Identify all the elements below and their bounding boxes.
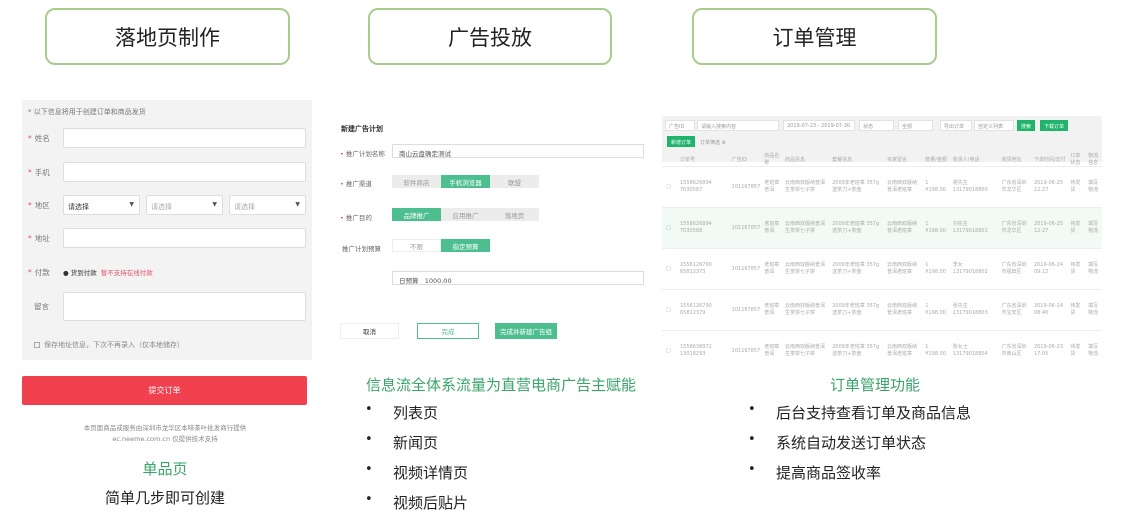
landing-subcaption: 简单几步即可创建 (104, 489, 225, 507)
ad-plan-form: 新建广告计划 •推广计划名称 南山云盘确定测试 •推广渠道 软件商店 手机浏览器… (335, 118, 655, 348)
region-row: *地区 请选择▼ 请选择▼ 请选择▼ (22, 195, 312, 215)
landing-caption: 单品页 (142, 460, 188, 478)
caret-down-icon: ▼ (129, 201, 134, 208)
done-button[interactable]: 完成 (417, 323, 479, 339)
header-order-management: 订单管理 (692, 8, 937, 65)
row-checkbox[interactable]: □ (662, 248, 676, 290)
name-label: 姓名 (34, 134, 50, 143)
name-row: *姓名 (22, 128, 312, 148)
goal-option[interactable]: 落地页 (490, 208, 539, 221)
list-item: 后台支持查看订单及商品信息 (748, 402, 971, 432)
phone-row: *手机 (22, 162, 312, 182)
cod-radio[interactable]: ● 货到付款 (63, 269, 97, 277)
channel-option[interactable]: 联盟 (490, 175, 539, 188)
date-range-picker[interactable]: 2019-07-23 - 2019-07-30 (783, 120, 855, 131)
row-checkbox[interactable]: □ (662, 166, 676, 208)
order-features-list: 后台支持查看订单及商品信息 系统自动发送订单状态 提高商品签收率 (748, 402, 971, 492)
header-landing-page: 落地页制作 (45, 8, 290, 65)
status-select[interactable]: 状态 (859, 120, 894, 131)
footer-line-2: ec.neeme.com.cn 仅提供技术支持 (112, 435, 218, 443)
ad-caption: 信息流全体系流量为直营电商广告主赋能 (366, 376, 637, 394)
new-order-button[interactable]: 新增订单 (667, 136, 696, 147)
phone-input[interactable] (63, 162, 306, 182)
goal-option[interactable]: 应用推广 (441, 208, 490, 221)
checkbox-icon (34, 342, 40, 348)
cancel-button[interactable]: 取消 (340, 323, 399, 339)
custom-list-button[interactable]: 自定义列表 (974, 120, 1014, 131)
list-item: 视频详情页 (365, 462, 468, 492)
done-and-new-button[interactable]: 完成并新建广告组 (495, 323, 557, 339)
search-button[interactable]: 搜索 (1017, 120, 1036, 131)
goal-label: 推广目的 (345, 214, 372, 222)
export-orders-button[interactable]: 导出订单 (940, 120, 972, 131)
channel-option[interactable]: 软件商店 (392, 175, 441, 188)
ad-placements-list: 列表页 新闻页 视频详情页 视频后贴片 (365, 402, 468, 522)
channel-label: 推广渠道 (345, 180, 372, 188)
order-filter-link[interactable]: 订单筛选 ⊕ (700, 140, 726, 146)
budget-segment: 不限 指定预算 (392, 239, 490, 252)
list-item: 提高商品签收率 (748, 462, 971, 492)
payment-label: 付款 (34, 268, 50, 277)
name-input[interactable] (63, 128, 306, 148)
budget-option[interactable]: 不限 (392, 239, 441, 252)
list-item: 系统自动发送订单状态 (748, 432, 971, 462)
download-orders-button[interactable]: 下载订单 (1040, 120, 1069, 131)
channel-option-active[interactable]: 手机浏览器 (441, 175, 490, 188)
caret-down-icon: ▼ (212, 201, 217, 208)
address-row: *地址 (22, 228, 312, 248)
list-item: 列表页 (365, 402, 468, 432)
caret-down-icon: ▼ (295, 201, 300, 208)
row-checkbox[interactable]: □ (662, 207, 676, 249)
form-note: * 以下信息将用于创建订单和商品发货 (28, 108, 146, 116)
message-row: 留言 (22, 292, 312, 322)
search-type-select[interactable]: 广告ID (665, 120, 695, 131)
online-pay-link[interactable]: 暂不支持在线付款 (100, 269, 153, 277)
address-label: 地址 (34, 234, 50, 243)
orders-caption: 订单管理功能 (829, 376, 920, 394)
header-ad-delivery: 广告投放 (368, 8, 612, 65)
message-label: 留言 (34, 302, 49, 311)
daily-budget-label: 日预算 (399, 277, 419, 285)
all-select[interactable]: 全部 (898, 120, 933, 131)
goal-segment: 品牌推广 应用推广 落地页 (392, 208, 539, 221)
city-select[interactable]: 请选择▼ (146, 195, 223, 215)
goal-option-active[interactable]: 品牌推广 (392, 208, 441, 221)
daily-budget-input[interactable]: 日预算 1000.00 (392, 271, 644, 285)
row-checkbox[interactable]: □ (662, 289, 676, 331)
plan-name-label: 推广计划名称 (345, 150, 385, 158)
ad-plan-title: 新建广告计划 (341, 125, 383, 133)
budget-label: 推广计划预算 (342, 245, 381, 253)
order-form: * 以下信息将用于创建订单和商品发货 *姓名 *手机 *地区 请选择▼ 请选择▼… (22, 100, 312, 360)
list-item: 视频后贴片 (365, 492, 468, 522)
save-address-checkbox[interactable]: 保存地址信息，下次不再录入（仅本地储存） (34, 340, 184, 350)
district-select[interactable]: 请选择▼ (229, 195, 306, 215)
address-input[interactable] (63, 228, 306, 248)
submit-order-button[interactable]: 提交订单 (22, 376, 307, 405)
order-management-panel: 广告ID 请输入搜索内容 2019-07-23 - 2019-07-30 状态 … (662, 116, 1102, 372)
message-textarea[interactable] (63, 292, 306, 321)
row-checkbox[interactable]: □ (662, 330, 676, 372)
phone-label: 手机 (34, 168, 50, 177)
search-input[interactable]: 请输入搜索内容 (697, 120, 779, 131)
province-select[interactable]: 请选择▼ (63, 195, 140, 215)
plan-name-input[interactable]: 南山云盘确定测试 (392, 144, 644, 158)
list-item: 新闻页 (365, 432, 468, 462)
channel-segment: 软件商店 手机浏览器 联盟 (392, 175, 539, 188)
footer-line-1: 本页面商品或服务由深圳市龙华区本味茶叶批发商行提供 (83, 424, 247, 432)
budget-option-active[interactable]: 指定预算 (441, 239, 490, 252)
region-label: 地区 (34, 201, 50, 210)
payment-row: *付款 ● 货到付款暂不支持在线付款 (28, 268, 153, 277)
